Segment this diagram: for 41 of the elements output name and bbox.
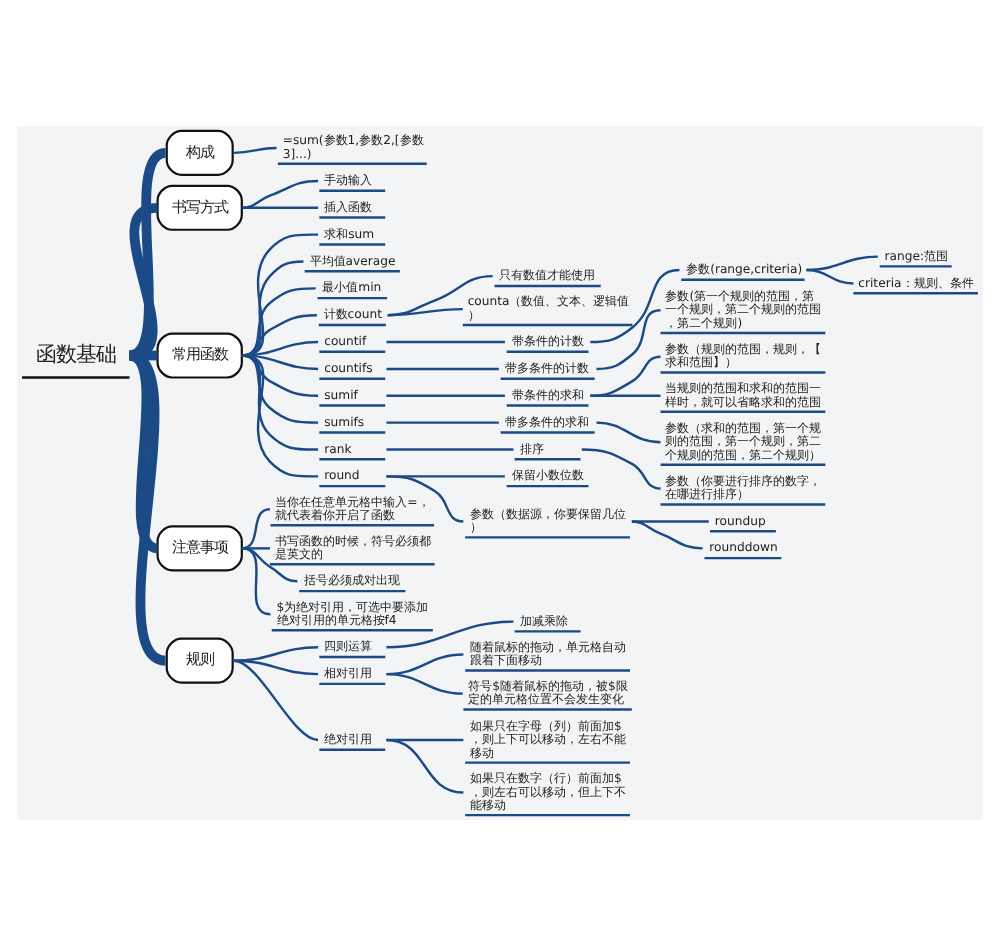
connector bbox=[241, 546, 271, 615]
connector bbox=[387, 273, 493, 316]
connector bbox=[386, 474, 464, 522]
connector bbox=[590, 267, 680, 343]
connector bbox=[233, 145, 277, 154]
connector bbox=[590, 354, 661, 396]
connector bbox=[127, 350, 160, 552]
connector bbox=[241, 286, 316, 356]
connector bbox=[241, 232, 319, 356]
connector bbox=[386, 671, 463, 694]
connector bbox=[241, 353, 319, 450]
connector bbox=[386, 619, 514, 648]
connector bbox=[596, 420, 661, 443]
connector bbox=[241, 546, 270, 549]
connector bbox=[596, 308, 661, 370]
connector bbox=[631, 519, 703, 549]
connector bbox=[241, 546, 298, 582]
connector bbox=[631, 519, 709, 522]
connector bbox=[128, 202, 159, 360]
connector bbox=[806, 267, 854, 284]
node-text: 函数基础 bbox=[35, 341, 116, 366]
connector bbox=[241, 353, 319, 477]
connector bbox=[241, 205, 319, 208]
connector bbox=[233, 658, 319, 675]
connector bbox=[387, 306, 463, 316]
connector bbox=[590, 393, 661, 396]
connector bbox=[581, 447, 661, 489]
connector bbox=[386, 737, 464, 793]
connector bbox=[241, 507, 271, 549]
connector bbox=[386, 366, 499, 370]
connector bbox=[241, 353, 319, 396]
connector bbox=[241, 313, 317, 356]
connector bbox=[233, 645, 319, 661]
connector bbox=[386, 420, 499, 423]
connector bbox=[241, 178, 319, 208]
connector bbox=[233, 658, 319, 741]
connector bbox=[386, 393, 505, 396]
connector bbox=[241, 353, 319, 370]
connector bbox=[386, 447, 514, 450]
connector bbox=[241, 353, 319, 423]
connector bbox=[386, 339, 505, 343]
